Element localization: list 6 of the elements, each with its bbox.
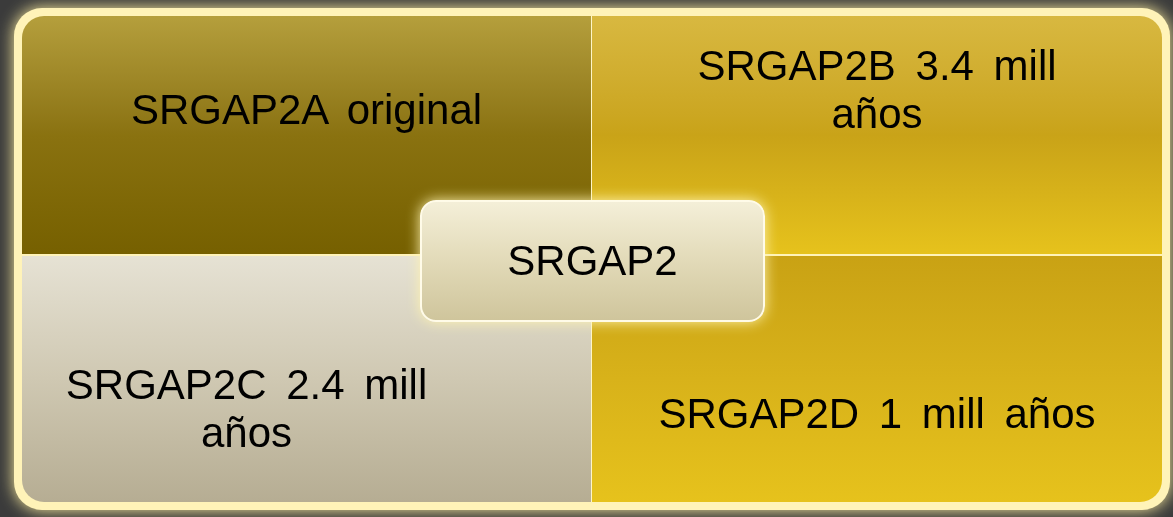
panel-label: SRGAP2B 3.4 mill años: [696, 42, 1058, 138]
panel-label: SRGAP2A original: [130, 86, 483, 134]
panel-label: SRGAP2D 1 mill años: [658, 390, 1096, 438]
center-box: [420, 200, 765, 322]
panel-label: SRGAP2: [507, 237, 678, 285]
panel-label: SRGAP2C 2.4 mill años: [64, 361, 429, 457]
